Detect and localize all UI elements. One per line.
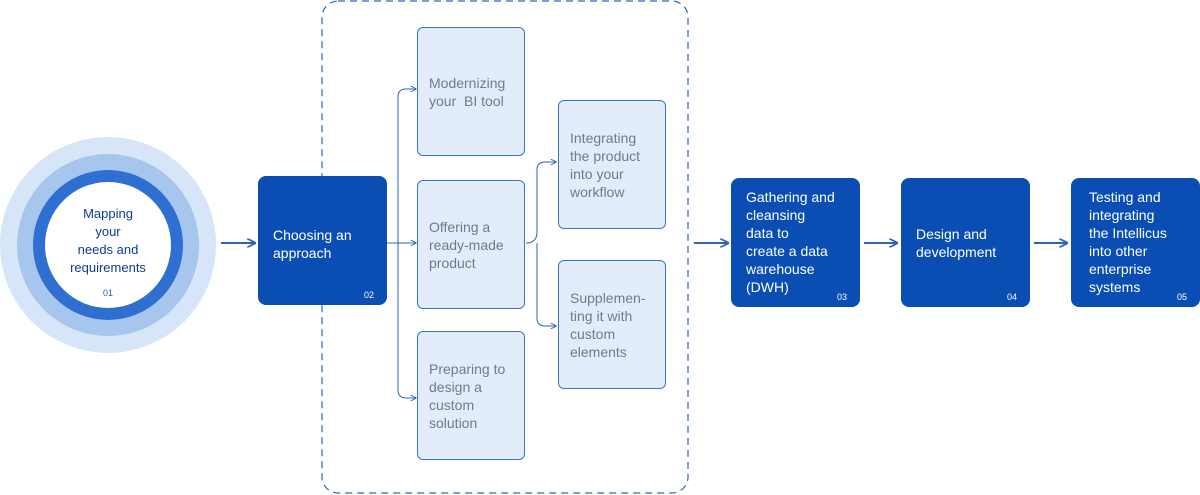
sub-option-supplementing-label: Supplemen- ting it with custom elements (570, 290, 646, 360)
option-modernizing: Modernizing your BI tool (417, 27, 525, 156)
option-custom-label: Preparing to design a custom solution (429, 361, 506, 431)
sub-option-integrating-label: Integrating the product into your workfl… (570, 130, 641, 200)
step-05-box: Testing and integrating the Intellicus i… (1071, 178, 1200, 307)
start-label: Mapping your needs and requirements (70, 206, 146, 275)
start-number: 01 (102, 288, 113, 298)
approach-label: Choosing an approach (273, 227, 352, 261)
step-05-number: 05 (1176, 292, 1187, 302)
step-05-label: Testing and integrating the Intellicus i… (1089, 189, 1167, 295)
step-04-number: 04 (1006, 292, 1017, 302)
option-modernizing-label: Modernizing your BI tool (429, 75, 506, 109)
step-04-box: Design and development 04 (901, 178, 1030, 307)
step-04-label: Design and development (916, 226, 997, 260)
sub-option-supplementing: Supplemen- ting it with custom elements (558, 260, 666, 389)
approach-number: 02 (363, 290, 374, 300)
option-ready-made-label: Offering a ready-made product (429, 219, 504, 271)
sub-option-integrating: Integrating the product into your workfl… (558, 100, 666, 229)
approach-box: Choosing an approach 02 (258, 176, 387, 305)
step-03-label: Gathering and cleansing data to create a… (746, 189, 835, 295)
branch-to-option-modernizing (397, 89, 416, 243)
step-03-box: Gathering and cleansing data to create a… (731, 178, 860, 307)
branch-to-sub-option-supplement (536, 243, 556, 326)
branch-to-option-custom (397, 243, 416, 398)
step-03-number: 03 (836, 292, 847, 302)
option-custom: Preparing to design a custom solution (417, 331, 525, 460)
start-circle-inner (45, 182, 171, 308)
branch-to-sub-options (525, 162, 556, 244)
option-ready-made: Offering a ready-made product (417, 180, 525, 309)
